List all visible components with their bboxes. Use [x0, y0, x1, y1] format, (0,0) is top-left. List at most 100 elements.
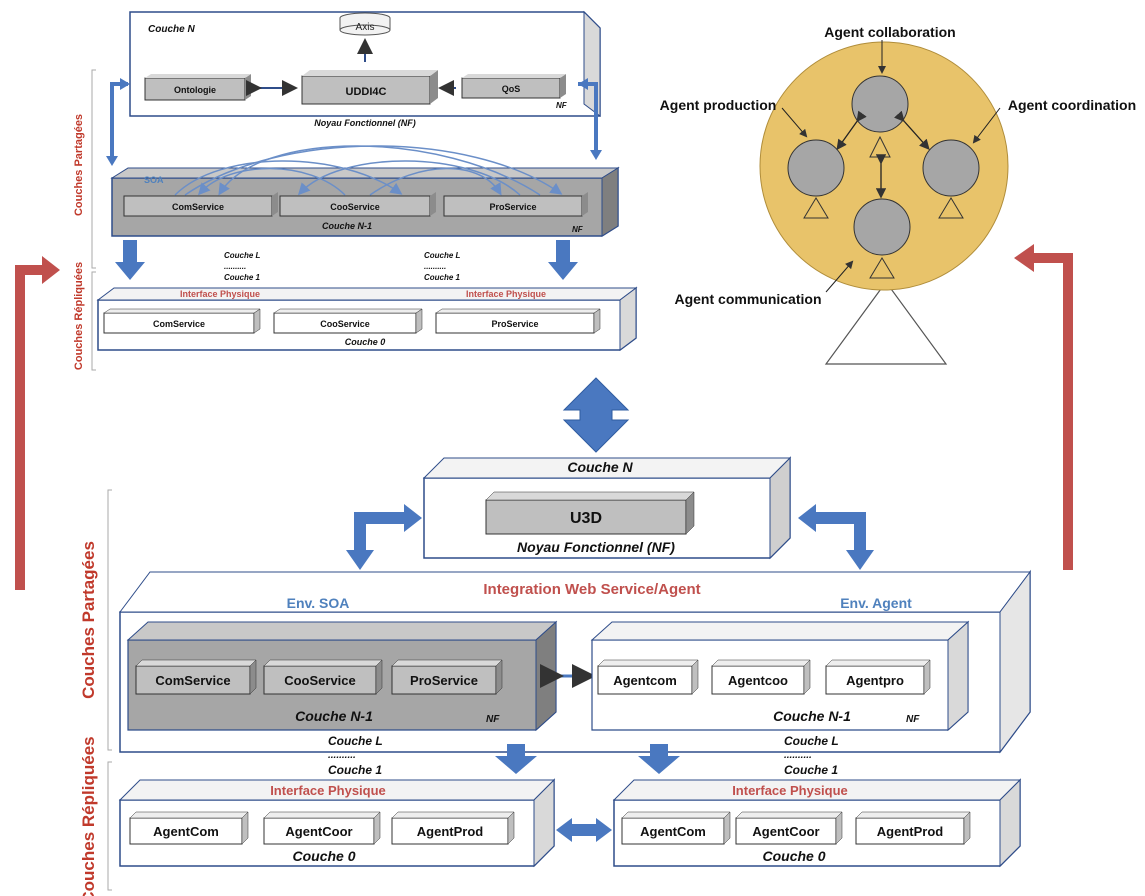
center-double-arrow — [562, 377, 630, 453]
bottom-side-replicated-label: Couches Répliquées — [79, 736, 98, 896]
bottom-left-agentcoor-box: AgentCoor — [263, 811, 381, 845]
top-interface-physique-left: Interface Physique — [180, 289, 260, 299]
bottom-right-layer0-label: Couche 0 — [762, 848, 825, 864]
bottom-dots-right: .......... — [784, 750, 812, 761]
top-side-bracket — [91, 69, 96, 371]
bottom-right-agentcom-box: AgentCom — [621, 811, 731, 845]
soa-curved-arrows — [174, 145, 563, 196]
cluster-base-triangle — [824, 280, 948, 365]
bottom-side-shared-label: Couches Partagées — [79, 541, 98, 699]
top-couche-1-left: Couche 1 — [224, 273, 261, 282]
top-couche-l-left: Couche L — [224, 251, 261, 260]
top-layer0-proservice-label: ProService — [491, 319, 538, 329]
ontologie-box: Ontologie — [144, 74, 251, 101]
top-proservice-box: ProService — [443, 192, 588, 217]
bottom-right-interface-physique: Interface Physique — [732, 783, 848, 798]
qos-label: QoS — [502, 84, 521, 94]
top-comservice-label: ComService — [172, 202, 224, 212]
bottom-layer-n-box: Couche N U3D Noyau Fonctionnel (NF) — [422, 456, 792, 560]
bottom-bent-arrows — [346, 504, 874, 570]
top-nf-small: NF — [556, 101, 568, 110]
agent-layer-n1-label: Couche N-1 — [773, 708, 851, 724]
top-layer-n-box: Couche N Axis Ontologie — [129, 10, 601, 128]
agentcom-label: Agentcom — [613, 673, 677, 688]
red-side-arrows — [15, 244, 1073, 590]
agentcom-box: Agentcom — [597, 659, 699, 695]
bottom-couche-l-right: Couche L — [784, 734, 839, 748]
axis-label: Axis — [356, 22, 375, 33]
bottom-right-agentprod-box: AgentProd — [855, 811, 971, 845]
bottom-dots-left: .......... — [328, 750, 356, 761]
bottom-couche-1-right: Couche 1 — [784, 763, 838, 777]
soa-nf-small: NF — [486, 714, 500, 725]
ontologie-label: Ontologie — [174, 85, 216, 95]
red-arrow-left-head — [42, 256, 60, 284]
bottom-left-agentcom-box: AgentCom — [129, 811, 249, 845]
bottom-comservice-label: ComService — [155, 673, 230, 688]
env-agent-label: Env. Agent — [840, 595, 912, 611]
bottom-couche-1-left: Couche 1 — [328, 763, 382, 777]
top-layer0-cooservice-label: CooService — [320, 319, 370, 329]
bottom-proservice-label: ProService — [410, 673, 478, 688]
top-nf-label: Noyau Fonctionnel (NF) — [314, 118, 416, 128]
bottom-right-agentprod-label: AgentProd — [877, 824, 944, 839]
top-comservice-box: ComService — [123, 192, 278, 217]
red-arrow-right-head — [1014, 244, 1034, 272]
top-side-shared-label: Couches Partagées — [73, 114, 85, 216]
bottom-couche-range-right: Couche L .......... Couche 1 — [784, 734, 839, 777]
top-layer0-comservice-label: ComService — [153, 319, 205, 329]
integration-label: Integration Web Service/Agent — [483, 581, 700, 598]
bottom-left-interface-physique: Interface Physique — [270, 783, 386, 798]
top-cooservice-label: CooService — [330, 202, 380, 212]
agent-communication-node — [853, 198, 911, 279]
top-dots-left: .......... — [224, 262, 246, 271]
agent-nf-small: NF — [906, 714, 920, 725]
top-layer0-comservice-box: ComService — [103, 308, 261, 334]
agentcoo-label: Agentcoo — [728, 673, 788, 688]
top-layer-n1-label: Couche N-1 — [322, 221, 372, 231]
bottom-left-agentcom-label: AgentCom — [153, 824, 219, 839]
u3d-box: U3D — [485, 491, 695, 535]
top-layer0-cooservice-box: CooService — [273, 308, 423, 334]
top-layer-n1-box: SOA ComService CooService — [110, 145, 620, 237]
agent-collaboration-label: Agent collaboration — [824, 24, 955, 40]
soa-label: SOA — [144, 175, 164, 185]
agentcoo-box: Agentcoo — [711, 659, 811, 695]
agentpro-box: Agentpro — [825, 659, 931, 695]
agent-label-pointers — [781, 40, 1001, 293]
bottom-diagram: Couche N U3D Noyau Fonctionnel (NF) Inte… — [79, 456, 1031, 896]
bottom-layer0-right-box: Interface Physique AgentCom AgentCoor Ag… — [612, 778, 1022, 868]
bottom-nf-label: Noyau Fonctionnel (NF) — [517, 539, 675, 555]
agent-coordination-label: Agent coordination — [1008, 97, 1136, 113]
top-cooservice-box: CooService — [279, 192, 436, 217]
env-soa-label: Env. SOA — [287, 595, 350, 611]
soa-layer-n1-label: Couche N-1 — [295, 708, 373, 724]
agent-coordination-node — [922, 139, 980, 219]
bottom-layer-n-label: Couche N — [567, 459, 633, 475]
bottom-right-agentcoor-label: AgentCoor — [752, 824, 819, 839]
top-couche-range-right: Couche L .......... Couche 1 — [424, 251, 461, 282]
top-diagram: Couche N Axis Ontologie — [73, 10, 638, 371]
top-layer-n-label: Couche N — [148, 24, 195, 35]
bottom-couche-l-left: Couche L — [328, 734, 383, 748]
top-interface-physique-right: Interface Physique — [466, 289, 546, 299]
bottom-proservice-box: ProService — [391, 659, 503, 695]
top-down-arrows — [115, 240, 578, 280]
bottom-comservice-box: ComService — [135, 659, 257, 695]
top-layer-0-label: Couche 0 — [345, 337, 386, 347]
agent-production-node — [787, 139, 845, 219]
agent-layer-n1-box: Agentcom Agentcoo Agentpro Couche N-1 NF — [590, 620, 970, 732]
top-layer-0-box: Interface Physique Interface Physique Co… — [96, 286, 638, 351]
top-side-replicated-label: Couches Répliquées — [73, 262, 85, 370]
bottom-cooservice-box: CooService — [263, 659, 383, 695]
agent-cluster: Agent collaboration Agent production Age… — [660, 24, 1136, 365]
bottom-cooservice-label: CooService — [284, 673, 356, 688]
agentpro-label: Agentpro — [846, 673, 904, 688]
bottom-layer0-left-box: Interface Physique AgentCom AgentCoor Ag… — [118, 778, 556, 868]
qos-box: QoS — [461, 74, 566, 99]
agent-links — [836, 110, 930, 199]
uddi4c-box: UDDI4C — [301, 70, 438, 105]
bottom-right-agentcom-label: AgentCom — [640, 824, 706, 839]
agent-production-label: Agent production — [660, 97, 777, 113]
bottom-side-bracket — [107, 489, 112, 891]
